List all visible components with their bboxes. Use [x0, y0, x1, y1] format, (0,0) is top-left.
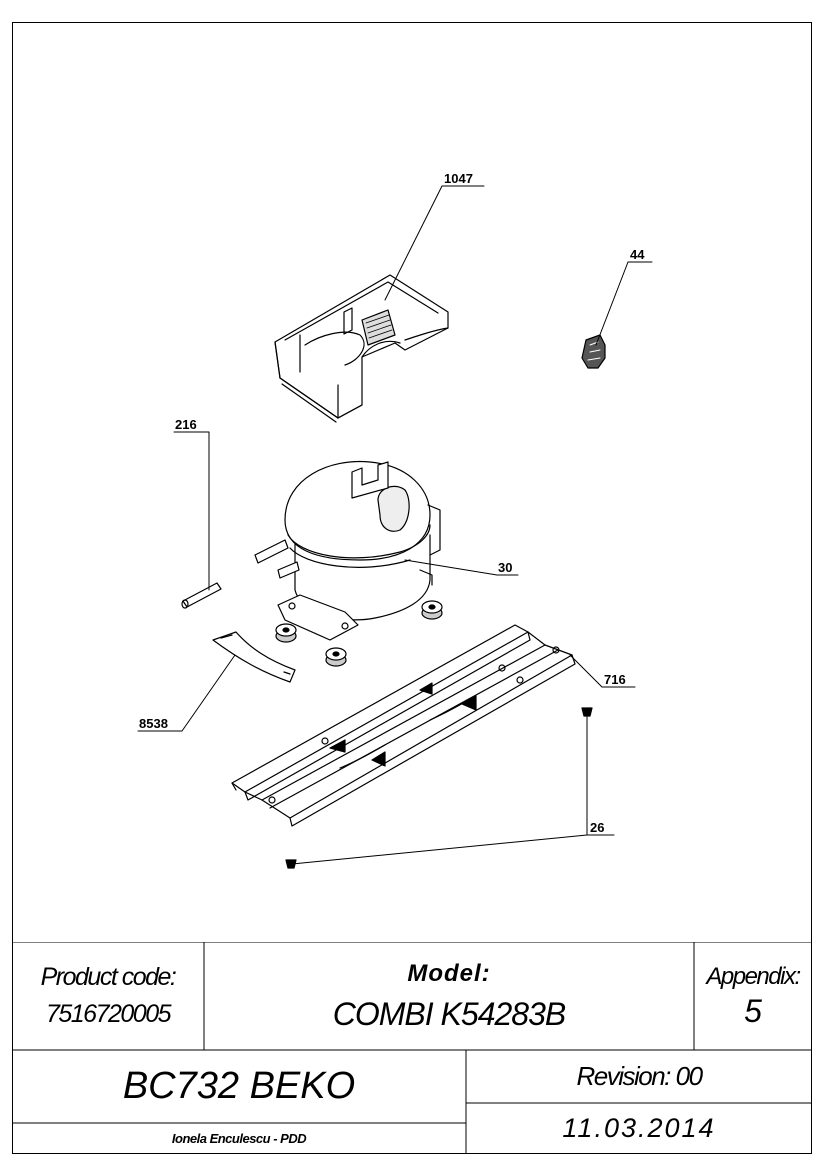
- sheet-frame: [12, 22, 812, 1154]
- model-value: COMBI K54283B: [332, 995, 566, 1032]
- callout-44: 44: [630, 247, 645, 262]
- callout-26: 26: [590, 820, 604, 835]
- revision: Revision: 00: [576, 1061, 703, 1091]
- grommets: [275, 600, 443, 667]
- callout-8538: 8538: [139, 716, 168, 731]
- callout-716: 716: [604, 672, 626, 687]
- leader-8538: [137, 654, 236, 732]
- appendix-value: 5: [744, 992, 762, 1029]
- leader-lines: [137, 185, 653, 865]
- part-716-base-rails: [231, 624, 576, 827]
- appendix-label: Appendix:: [706, 962, 801, 990]
- callout-1047: 1047: [444, 171, 473, 186]
- grommet: [421, 600, 443, 620]
- part-44-clip: [581, 334, 606, 369]
- callout-216: 216: [175, 417, 197, 432]
- product-code-label: Product code:: [40, 963, 177, 991]
- title-block: Product code: 7516720005 Model: COMBI K5…: [12, 942, 812, 1154]
- leader-26: [291, 711, 615, 865]
- callout-30: 30: [498, 560, 512, 575]
- product-code-cell: Product code: 7516720005: [12, 942, 204, 1050]
- date: 11.03.2014: [562, 1113, 716, 1143]
- part-1047-drip-tray: [274, 274, 449, 423]
- author: Ionela Enculescu - PDD: [171, 1131, 307, 1146]
- brand-code: BC732 BEKO: [122, 1065, 356, 1107]
- title-block-grid: [12, 942, 812, 1154]
- appendix-cell: Appendix: 5: [694, 942, 812, 1050]
- part-30-compressor: [254, 460, 441, 641]
- leader-716: [569, 654, 636, 688]
- part-8538-plate: [212, 631, 296, 683]
- model-label: Model:: [407, 959, 491, 987]
- model-cell: Model: COMBI K54283B: [204, 942, 694, 1050]
- leader-1047: [384, 185, 485, 301]
- part-216-pin: [181, 582, 222, 609]
- leader-30: [404, 559, 519, 576]
- product-code-value: 7516720005: [45, 1000, 172, 1028]
- grommet: [325, 647, 347, 667]
- callout-labels: 1047 44 216 30 716 8538 26: [139, 171, 645, 835]
- leader-216: [173, 431, 210, 591]
- leader-44: [595, 261, 653, 346]
- grommet: [275, 623, 297, 643]
